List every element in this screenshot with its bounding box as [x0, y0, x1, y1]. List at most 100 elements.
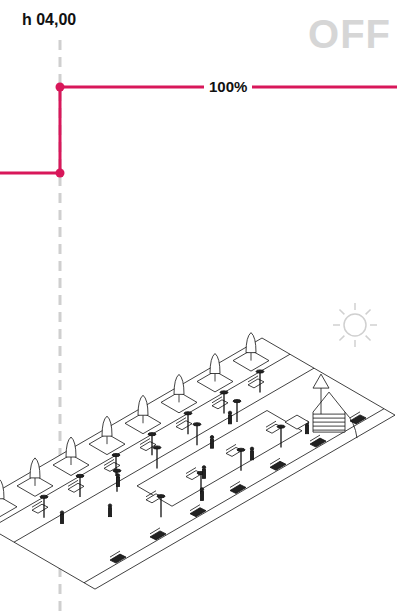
- person: [210, 436, 213, 439]
- plaza-detail: [89, 434, 125, 455]
- playground: [345, 412, 357, 438]
- plaza-detail: [215, 374, 216, 382]
- street-lamp: [196, 425, 197, 445]
- status-label: OFF: [308, 12, 391, 57]
- playground: [313, 414, 345, 415]
- path-line: [84, 409, 384, 583]
- plaza-detail: [0, 496, 17, 517]
- street-lamp: [157, 495, 165, 498]
- street-lamp: [43, 498, 44, 518]
- bench: [266, 421, 276, 427]
- plaza-detail: [107, 436, 108, 444]
- bench: [212, 397, 222, 403]
- street-lamp: [113, 469, 121, 472]
- plaza-ground: [0, 338, 395, 589]
- street-lamp: [240, 451, 241, 471]
- plaza-detail: [161, 392, 197, 413]
- person: [250, 451, 253, 460]
- bench: [186, 468, 196, 474]
- person: [210, 439, 213, 448]
- sun-ray: [370, 324, 377, 326]
- bench: [110, 551, 120, 557]
- playground: [313, 422, 345, 423]
- bench: [150, 528, 160, 534]
- street-lamp: [79, 477, 80, 497]
- bench: [32, 501, 42, 507]
- street-lamp: [223, 393, 224, 413]
- tree: [30, 458, 40, 478]
- bench: [190, 505, 200, 511]
- street-lamp: [280, 428, 281, 448]
- plaza-detail: [179, 394, 180, 402]
- person: [250, 447, 253, 450]
- tree: [66, 437, 76, 457]
- tree: [174, 374, 184, 394]
- bench: [176, 418, 186, 424]
- bench: [310, 435, 320, 441]
- plaza-detail: [197, 371, 233, 392]
- sun-icon: [333, 303, 377, 347]
- street-lamp: [277, 425, 285, 428]
- tree: [246, 333, 256, 353]
- bench: [226, 444, 236, 450]
- bench: [68, 480, 78, 486]
- person: [305, 425, 308, 434]
- street-lamp: [153, 446, 161, 449]
- plaza-detail: [53, 455, 89, 476]
- level-label: 100%: [204, 78, 252, 95]
- person: [200, 488, 203, 491]
- playground: [313, 426, 345, 427]
- street-lamp: [156, 449, 157, 469]
- bench: [248, 376, 258, 382]
- person: [116, 477, 119, 486]
- sun-ray: [354, 303, 356, 310]
- street-lamp: [148, 433, 156, 436]
- tree: [138, 395, 148, 415]
- plaza-detail: [285, 415, 309, 429]
- sun-ray: [339, 336, 344, 341]
- sun-ray: [339, 309, 344, 314]
- plaza-detail: [143, 415, 144, 423]
- tree: [0, 479, 4, 499]
- person: [60, 511, 63, 514]
- tree: [210, 354, 220, 374]
- street-lamp: [184, 412, 192, 415]
- tree: [102, 416, 112, 436]
- person: [60, 515, 63, 524]
- path-line: [14, 368, 314, 542]
- playground: [313, 392, 345, 432]
- plaza-detail: [251, 353, 252, 361]
- sun-ray: [366, 336, 371, 341]
- street-lamp: [259, 373, 260, 393]
- street-lamp: [112, 453, 120, 456]
- street-lamp: [193, 423, 201, 426]
- playground: [321, 388, 322, 414]
- person: [228, 411, 231, 414]
- playground: [313, 418, 345, 419]
- person: [202, 469, 205, 478]
- street-lamp: [151, 435, 152, 455]
- bench: [270, 458, 280, 464]
- street-lamp: [160, 497, 161, 517]
- playground: [313, 430, 345, 431]
- person: [200, 491, 203, 500]
- bench: [146, 491, 156, 497]
- street-lamp: [187, 414, 188, 434]
- person: [108, 508, 111, 517]
- street-lamp: [237, 448, 245, 451]
- central-area: [137, 411, 302, 507]
- plaza-detail: [233, 350, 269, 371]
- dimming-line: [0, 87, 397, 173]
- step-dot: [56, 83, 65, 92]
- playground: [313, 374, 329, 388]
- person: [108, 504, 111, 507]
- bench: [140, 439, 150, 445]
- street-lamp: [233, 400, 241, 403]
- bench: [230, 481, 240, 487]
- plaza-detail: [71, 457, 72, 465]
- sun-ray: [333, 324, 340, 326]
- person: [116, 474, 119, 477]
- bench: [104, 459, 114, 465]
- street-lamp: [236, 402, 237, 422]
